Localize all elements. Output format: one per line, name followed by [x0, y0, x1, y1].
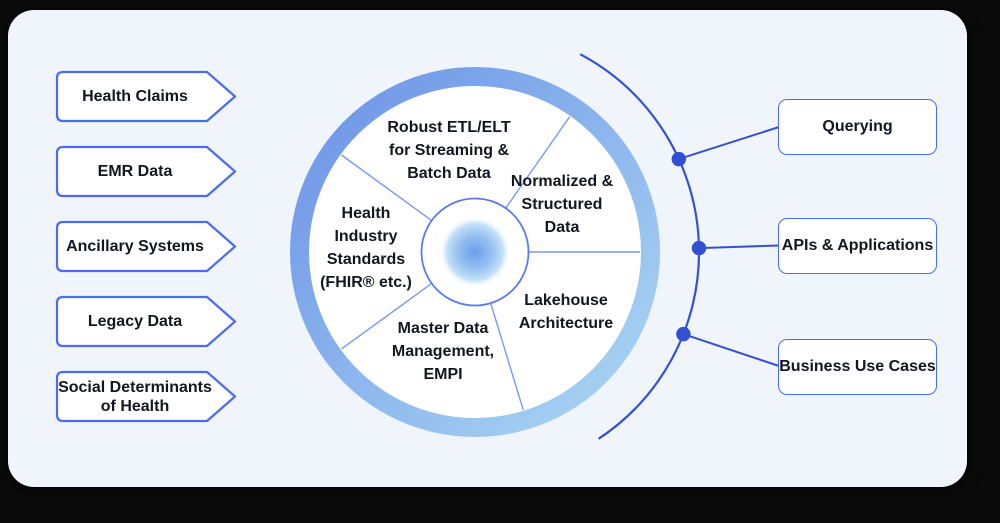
segment-label-line: Architecture: [518, 315, 614, 332]
arrow-shape: [55, 70, 237, 123]
segment-label-line: Standards: [326, 251, 406, 268]
source-label: Social Determinants of Health: [55, 370, 215, 423]
source-label-line: of Health: [100, 397, 170, 415]
source-label-line: EMR Data: [97, 163, 173, 180]
segment-label-lakehouse-architecture: Lakehouse Architecture: [476, 289, 656, 335]
arrow-shape: [55, 370, 237, 423]
segment-label-line: Structured: [521, 196, 603, 213]
segment-label-master-data-empi: Master Data Management, EMPI: [353, 317, 533, 386]
output-box-apis-applications: APIs & Applications: [778, 218, 937, 274]
source-box-health-claims: Health Claims: [55, 70, 237, 123]
output-label: Querying: [822, 118, 893, 135]
arrow-shape: [55, 220, 237, 273]
segment-label-line: Industry: [334, 228, 398, 245]
hub-glow: [439, 216, 511, 288]
output-box-querying: Querying: [778, 99, 937, 155]
arrow-shape: [55, 145, 237, 198]
segment-label-line: Robust ETL/ELT: [387, 119, 511, 136]
wheel-ring: [290, 67, 660, 437]
source-box-emr-data: EMR Data: [55, 145, 237, 198]
connector-line-business: [683, 333, 780, 367]
arrow-shape: [55, 295, 237, 348]
source-label-line: Social Determinants: [58, 378, 212, 396]
connector-dot-querying: [671, 151, 686, 167]
connector-dot-apis: [691, 240, 707, 256]
source-label-line: Health Claims: [82, 88, 188, 105]
output-label: Business Use Cases: [779, 358, 936, 375]
source-box-ancillary-systems: Ancillary Systems: [55, 220, 237, 273]
source-box-legacy-data: Legacy Data: [55, 295, 237, 348]
segment-label-line: Data: [544, 219, 580, 236]
segment-label-line: Master Data: [397, 320, 489, 337]
source-label: EMR Data: [55, 145, 215, 198]
segment-label-health-industry-standards: Health Industry Standards (FHIR® etc.): [276, 202, 456, 294]
segment-divider: [505, 116, 571, 209]
segment-label-line: Batch Data: [407, 165, 491, 182]
segment-divider: [341, 283, 432, 350]
segment-label-line: Management,: [391, 343, 495, 360]
connector-line-apis: [698, 244, 780, 250]
segment-label-normalized-structured: Normalized & Structured Data: [482, 170, 642, 239]
connector-dot-business: [676, 326, 691, 342]
segment-divider: [341, 154, 432, 221]
segment-label-robust-etl-elt: Robust ETL/ELT for Streaming & Batch Dat…: [349, 116, 549, 185]
source-label-line: Ancillary Systems: [66, 238, 204, 255]
connector-line-querying: [678, 126, 780, 161]
segment-label-line: for Streaming &: [388, 142, 509, 159]
source-box-social-determinants: Social Determinants of Health: [55, 370, 237, 423]
segment-label-line: (FHIR® etc.): [320, 274, 412, 291]
source-label: Health Claims: [55, 70, 215, 123]
output-label: APIs & Applications: [781, 237, 934, 254]
source-label: Legacy Data: [55, 295, 215, 348]
segment-label-line: EMPI: [423, 366, 463, 383]
segment-divider: [490, 303, 524, 411]
segment-label-line: Normalized &: [510, 173, 614, 190]
source-label: Ancillary Systems: [55, 220, 215, 273]
segment-label-line: Lakehouse: [524, 292, 608, 309]
output-box-business-use-cases: Business Use Cases: [778, 339, 937, 395]
segment-label-line: Health: [341, 205, 391, 222]
source-label-line: Legacy Data: [87, 313, 183, 330]
